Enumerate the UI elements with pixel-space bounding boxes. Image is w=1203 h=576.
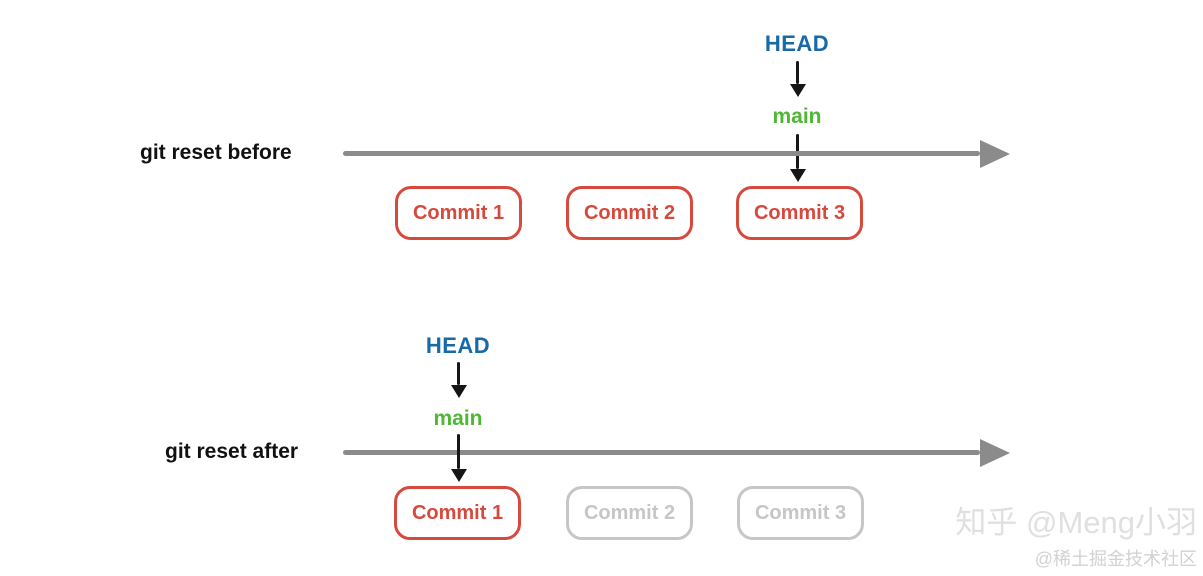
commit-box: Commit 1 [394,486,521,540]
row-label-after: git reset after [165,440,299,463]
arrow-main-to-commit-after-icon [457,434,460,469]
row-label-before: git reset before [140,141,292,164]
watermark-zhihu: 知乎 @Meng小羽 [955,505,1197,540]
branch-label-before: main [772,105,822,128]
commit-box: Commit 2 [566,186,693,240]
branch-label-after: main [433,407,483,430]
commit-box: Commit 3 [737,486,864,540]
head-label-after: HEAD [425,333,491,358]
timeline-before [343,151,980,156]
timeline-after [343,450,980,455]
commit-box: Commit 2 [566,486,693,540]
arrow-head-to-main-before-icon [796,61,799,84]
head-label-before: HEAD [764,31,830,56]
arrow-head-to-main-after-icon [457,362,460,385]
commit-box: Commit 3 [736,186,863,240]
commit-box: Commit 1 [395,186,522,240]
watermark-juejin: @稀土掘金技术社区 [1034,549,1197,569]
